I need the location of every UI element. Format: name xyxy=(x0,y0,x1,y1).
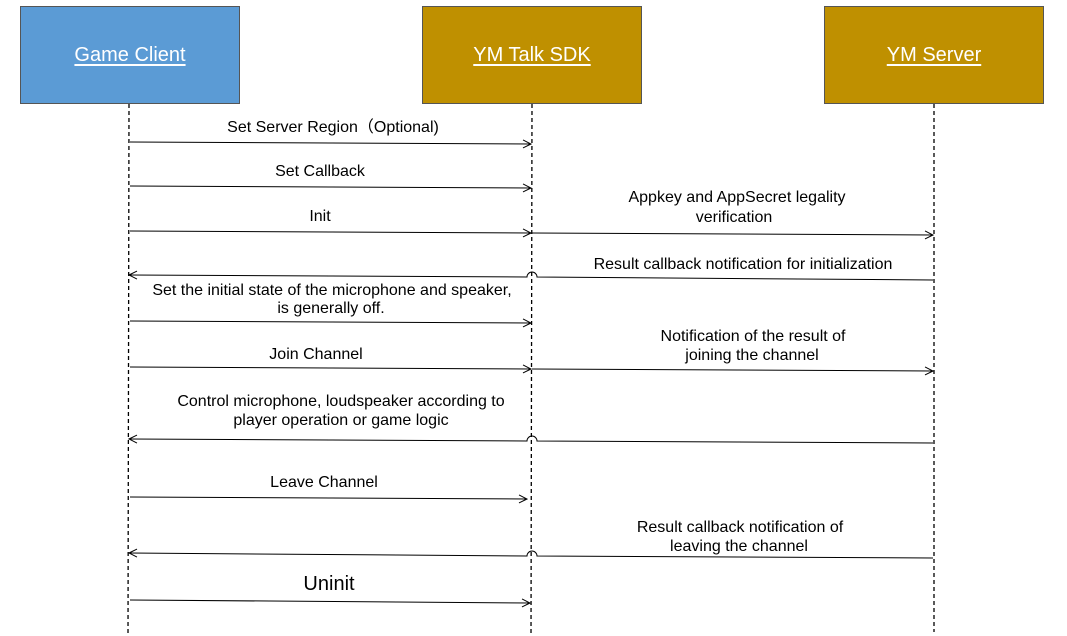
actor-game-client: Game Client xyxy=(20,6,240,104)
actor-ym-server-label: YM Server xyxy=(886,43,982,66)
label-join-channel: Join Channel xyxy=(269,346,363,363)
label-init: Init xyxy=(309,208,331,225)
label-result-init: Result callback notification for initial… xyxy=(593,256,893,273)
label-set-server-region: Set Server Region（Optional) xyxy=(227,119,439,136)
arrow-leave-result xyxy=(129,551,934,559)
lifeline-sdk xyxy=(530,103,533,636)
label-leave-result-line1: Result callback notification of xyxy=(636,519,844,536)
arrow-join-result xyxy=(531,369,933,371)
label-control-line1: Control microphone, loudspeaker accordin… xyxy=(177,393,505,410)
label-mic-state-line2: is generally off. xyxy=(277,300,385,317)
label-appkey-line2: verification xyxy=(695,209,773,226)
arrow-leave-channel xyxy=(129,497,527,499)
arrow-control xyxy=(129,436,934,444)
arrow-mic-state xyxy=(129,321,531,323)
label-set-callback: Set Callback xyxy=(275,163,365,180)
arrow-join-channel xyxy=(129,367,531,369)
label-control-line2: player operation or game logic xyxy=(233,412,449,429)
actor-game-client-label: Game Client xyxy=(74,43,186,66)
label-join-result-line2: joining the channel xyxy=(685,347,819,364)
label-join-result-line1: Notification of the result of xyxy=(660,328,846,345)
arrow-appkey-verification xyxy=(531,233,933,235)
actor-ym-server: YM Server xyxy=(824,6,1044,104)
label-appkey-line1: Appkey and AppSecret legality xyxy=(628,189,846,206)
actor-ym-talk-sdk-label: YM Talk SDK xyxy=(473,43,591,66)
arrow-set-server-region xyxy=(129,142,531,144)
arrow-init xyxy=(129,231,531,233)
label-leave-channel: Leave Channel xyxy=(270,474,378,491)
lifeline-game-client xyxy=(127,103,130,636)
label-uninit: Uninit xyxy=(303,573,355,595)
label-mic-state-line1: Set the initial state of the microphone … xyxy=(152,282,512,299)
arrow-set-callback xyxy=(129,186,531,188)
arrow-result-init xyxy=(129,272,934,281)
label-leave-result-line2: leaving the channel xyxy=(670,538,808,555)
arrow-uninit xyxy=(129,600,530,603)
actor-ym-talk-sdk: YM Talk SDK xyxy=(422,6,642,104)
